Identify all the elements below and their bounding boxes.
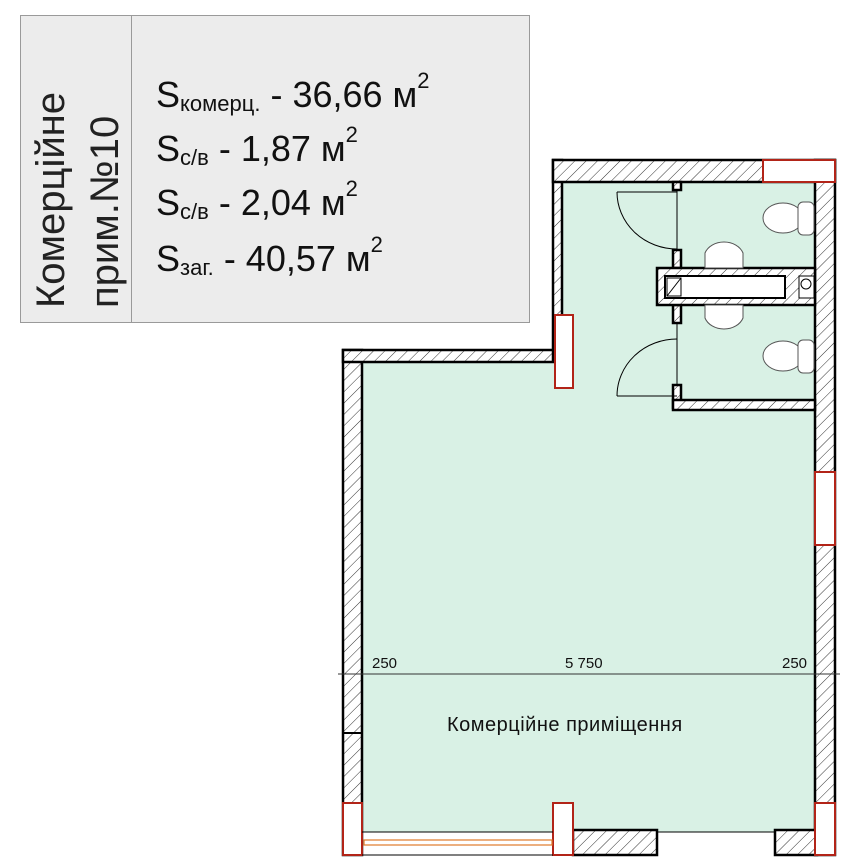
floor-fill [362, 182, 815, 832]
toilet-icon [762, 201, 815, 374]
dimension-main: 5 750 [565, 655, 603, 672]
room-label: Комерційне приміщення [447, 714, 683, 736]
area-wc-1: Sс/в - 1,87 м2 [156, 122, 358, 170]
info-divider [131, 16, 132, 322]
info-panel: Комерційне прим.№10 Sкомерц. - 36,66 м2 … [20, 15, 530, 323]
dimension-right: 250 [782, 655, 807, 672]
dimension-left: 250 [372, 655, 397, 672]
storefront-glazing [362, 831, 553, 856]
area-total: Sзаг. - 40,57 м2 [156, 232, 383, 280]
windows [342, 159, 836, 856]
area-wc-2: Sс/в - 2,04 м2 [156, 176, 358, 224]
shaft [664, 275, 786, 299]
door-swing-wc-1 [616, 191, 678, 250]
sink-icon [704, 241, 744, 330]
area-commercial: Sкомерц. - 36,66 м2 [156, 68, 430, 116]
door-swing-wc-2 [616, 338, 678, 397]
